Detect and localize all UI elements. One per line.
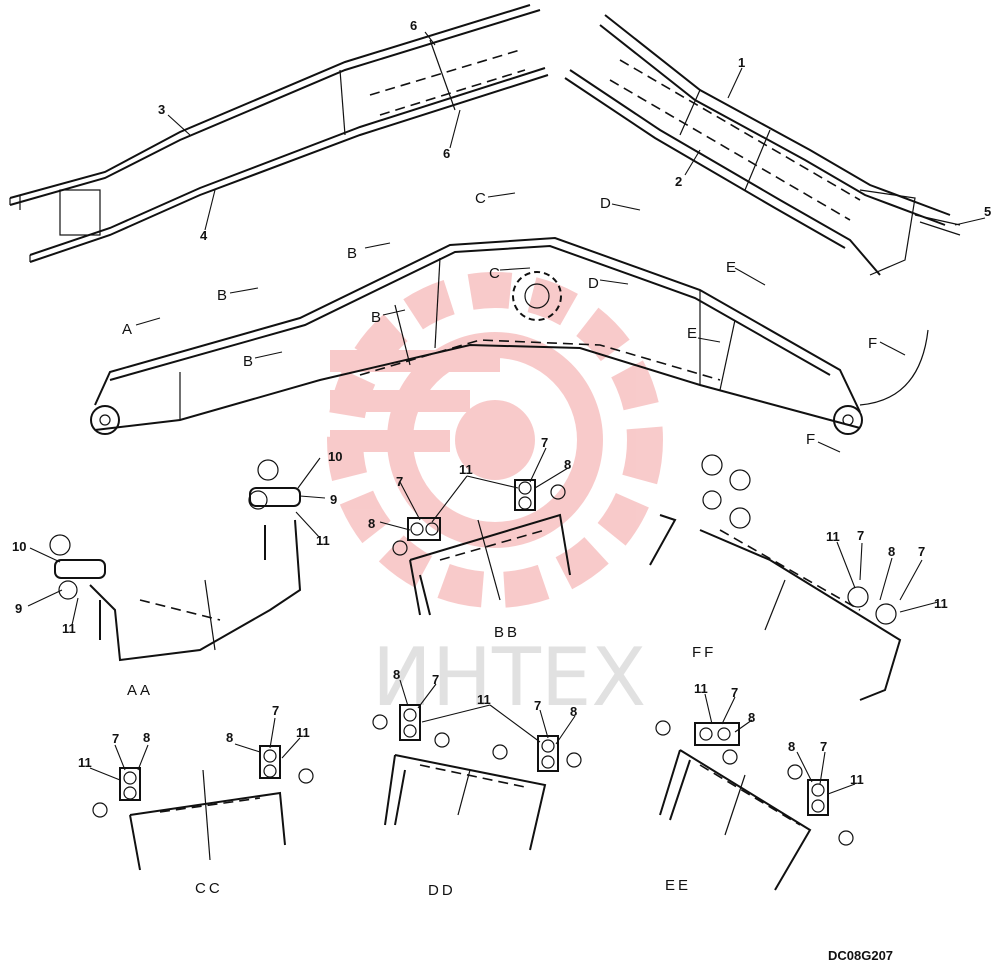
view-marker-c-side: C (489, 265, 500, 282)
part-callouts (167, 31, 986, 231)
view-marker-f-2: F (806, 431, 815, 448)
section-dd-drawing (372, 704, 582, 851)
section-cc-drawing (92, 745, 314, 871)
view-marker-b-1: B (347, 245, 357, 262)
aa-label-9-right: 9 (330, 492, 337, 507)
section-ee-callouts (704, 693, 856, 795)
section-aa-title: AA (127, 682, 153, 699)
cc-label-11-left: 11 (78, 755, 92, 770)
part-number-3: 3 (158, 102, 165, 117)
section-dd-title: DD (428, 882, 456, 899)
view-marker-b-2: B (217, 287, 227, 304)
watermark-text: ИНТЕХ (372, 631, 646, 724)
section-cc-title: CC (195, 880, 223, 897)
dd-label-8-left: 8 (393, 667, 400, 682)
ee-label-11-right: 11 (850, 772, 864, 787)
ff-label-7-right: 7 (918, 544, 925, 559)
ff-label-11-right: 11 (934, 596, 948, 611)
view-arrows (135, 192, 906, 453)
cc-label-7-right: 7 (272, 703, 279, 718)
aa-label-10-right: 10 (328, 449, 342, 464)
ee-label-8-top: 8 (748, 710, 755, 725)
view-marker-d-side: D (588, 275, 599, 292)
watermark-logo (327, 272, 663, 608)
ee-label-8-right: 8 (788, 739, 795, 754)
view-marker-d-top: D (600, 195, 611, 212)
part-number-6-bottom: 6 (443, 146, 450, 161)
section-cc-callouts (89, 717, 301, 781)
view-marker-b-3: B (371, 309, 381, 326)
view-marker-a: A (122, 321, 132, 338)
bb-label-7-right: 7 (541, 435, 548, 450)
aa-label-9-left: 9 (15, 601, 22, 616)
section-ee-title: EE (665, 877, 691, 894)
boom-side-view (90, 236, 929, 435)
ff-label-7-left: 7 (857, 528, 864, 543)
section-ff-callouts (836, 541, 939, 613)
boom-top-view-left (9, 4, 549, 263)
ee-label-7-top: 7 (731, 685, 738, 700)
aa-label-11-left: 11 (62, 621, 76, 636)
cc-label-8-right: 8 (226, 730, 233, 745)
cc-label-7-left: 7 (112, 731, 119, 746)
view-marker-e-1: E (726, 259, 736, 276)
section-ee-drawing (655, 720, 854, 891)
aa-label-10-left: 10 (12, 539, 26, 554)
figure-code: DC08G207 (828, 948, 893, 963)
bb-label-8-right: 8 (564, 457, 571, 472)
section-bb-callouts (379, 447, 569, 531)
bb-label-7-left: 7 (396, 474, 403, 489)
section-ff-title: FF (692, 644, 716, 661)
section-dd-callouts (399, 679, 576, 745)
dd-label-7-right: 7 (534, 698, 541, 713)
part-number-1: 1 (738, 55, 745, 70)
part-number-6-top: 6 (410, 18, 417, 33)
cc-label-8-left: 8 (143, 730, 150, 745)
view-marker-e-2: E (687, 325, 697, 342)
view-marker-b-4: B (243, 353, 253, 370)
bb-label-8-left: 8 (368, 516, 375, 531)
dd-label-7-left: 7 (432, 672, 439, 687)
part-number-4: 4 (200, 228, 208, 243)
section-ff-drawing (649, 454, 902, 701)
boom-top-view-right (564, 14, 961, 276)
dd-label-11: 11 (477, 692, 491, 707)
view-marker-c-top: C (475, 190, 486, 207)
aa-label-11-right: 11 (316, 533, 330, 548)
bb-label-11: 11 (459, 462, 473, 477)
ff-label-11-left: 11 (826, 529, 840, 544)
part-number-5: 5 (984, 204, 991, 219)
ee-label-11-top: 11 (694, 681, 708, 696)
section-aa-drawing (49, 459, 302, 662)
ff-label-8: 8 (888, 544, 895, 559)
part-number-2: 2 (675, 174, 682, 189)
view-marker-f-1: F (868, 335, 877, 352)
ee-label-7-right: 7 (820, 739, 827, 754)
dd-label-8-right: 8 (570, 704, 577, 719)
section-aa-callouts (27, 457, 326, 626)
section-bb-title: BB (494, 624, 520, 641)
cc-label-11-right: 11 (296, 725, 310, 740)
section-bb-drawing (392, 479, 571, 616)
